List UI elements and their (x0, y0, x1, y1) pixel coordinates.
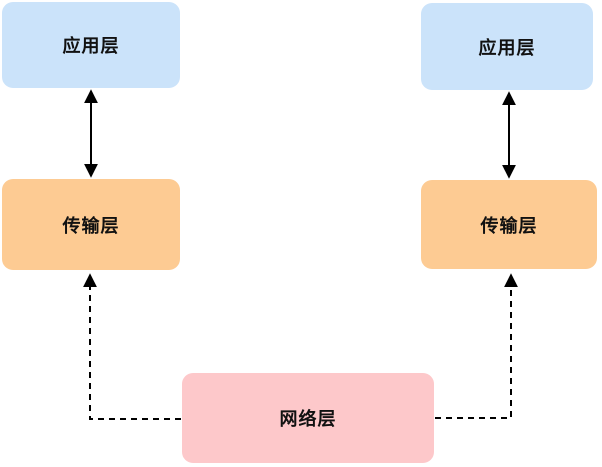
node-label: 网络层 (279, 409, 337, 429)
dashed-arrow-network-transport-right (435, 273, 518, 419)
node-label: 应用层 (478, 37, 536, 58)
node-label: 传输层 (62, 215, 120, 236)
node-label: 应用层 (62, 36, 120, 56)
node-transport-layer-right: 传输层 (421, 180, 597, 269)
node-network-layer: 网络层 (182, 373, 434, 463)
node-application-layer-right: 应用层 (421, 3, 593, 90)
node-transport-layer-left: 传输层 (2, 179, 180, 270)
node-label: 传输层 (480, 215, 538, 236)
node-application-layer-left: 应用层 (2, 2, 180, 88)
dashed-arrow-network-transport-left (83, 273, 181, 420)
